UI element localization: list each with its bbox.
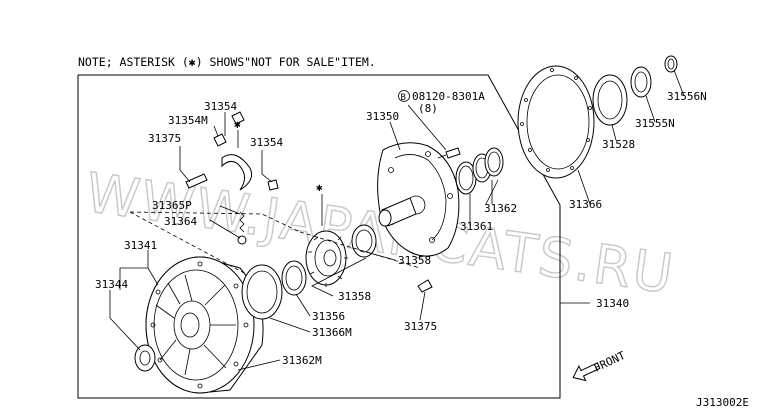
label-31341: 31341 <box>124 239 157 252</box>
label-31358-a: 31358 <box>398 254 431 267</box>
ring-31358-a[interactable] <box>351 224 377 258</box>
seal-ring-31362-b[interactable] <box>484 147 504 177</box>
label-31354-a: 31354 <box>204 100 237 113</box>
pin-31375-a[interactable] <box>185 173 208 189</box>
label-31375-b: 31375 <box>404 320 437 333</box>
spring-31365p[interactable] <box>239 211 245 233</box>
label-31366: 31366 <box>569 198 602 211</box>
plate-31354m[interactable] <box>213 133 227 147</box>
label-31354m: 31354M <box>168 114 208 127</box>
bolt-08120[interactable] <box>437 147 461 159</box>
label-31364: 31364 <box>164 215 197 228</box>
label-31555n: 31555N <box>635 117 675 130</box>
front-indicator: FRONT <box>572 349 628 382</box>
assembly-guide-left <box>129 211 247 275</box>
label-31375-a: 31375 <box>148 132 181 145</box>
diagram-code: J313002E <box>696 396 749 409</box>
bolt-marker: B <box>401 93 406 103</box>
assembly-guide-mid <box>129 211 301 233</box>
bolt-qty: (8) <box>418 102 438 115</box>
label-31340: 31340 <box>596 297 629 310</box>
asterisk-mark-gear: ✱ <box>316 181 323 194</box>
gasket-31366[interactable] <box>517 65 595 179</box>
label-31528: 31528 <box>602 138 635 151</box>
label-31350: 31350 <box>366 110 399 123</box>
label-31362m: 31362M <box>282 354 322 367</box>
ring-31555n[interactable] <box>630 66 652 98</box>
asterisk-mark-vane: ✱ <box>234 118 241 131</box>
label-31365p: 31365P <box>152 199 192 212</box>
pump-cover[interactable] <box>377 142 460 257</box>
vane-segment[interactable] <box>221 154 253 191</box>
front-label: FRONT <box>592 349 628 375</box>
label-31344: 31344 <box>95 278 128 291</box>
label-31366m: 31366M <box>312 326 352 339</box>
pump-housing[interactable] <box>145 256 264 394</box>
label-31356: 31356 <box>312 310 345 323</box>
label-31556n: 31556N <box>667 90 707 103</box>
ring-31528[interactable] <box>592 74 628 126</box>
bolt-callout: B 08120-8301A (8) <box>398 90 485 115</box>
label-31354-b: 31354 <box>250 136 283 149</box>
plate-31354-b[interactable] <box>267 179 279 191</box>
ring-31556n[interactable] <box>664 55 678 73</box>
label-31358-b: 31358 <box>338 290 371 303</box>
ring-31356[interactable] <box>281 260 307 296</box>
note-text: NOTE; ASTERISK (✱) SHOWS"NOT FOR SALE"IT… <box>78 55 376 69</box>
ring-31366m[interactable] <box>241 264 283 320</box>
label-31361: 31361 <box>460 220 493 233</box>
assembly-frame <box>77 74 561 399</box>
pump-gear-set[interactable] <box>305 230 348 287</box>
leader-lines <box>109 69 685 371</box>
pin-31375-b[interactable] <box>417 279 433 293</box>
bolt-code: 08120-8301A <box>412 90 485 103</box>
plate-31354-a[interactable] <box>231 111 245 125</box>
stator-shaft[interactable] <box>378 197 417 227</box>
oil-seal-31344[interactable] <box>134 344 156 372</box>
label-31362: 31362 <box>484 202 517 215</box>
